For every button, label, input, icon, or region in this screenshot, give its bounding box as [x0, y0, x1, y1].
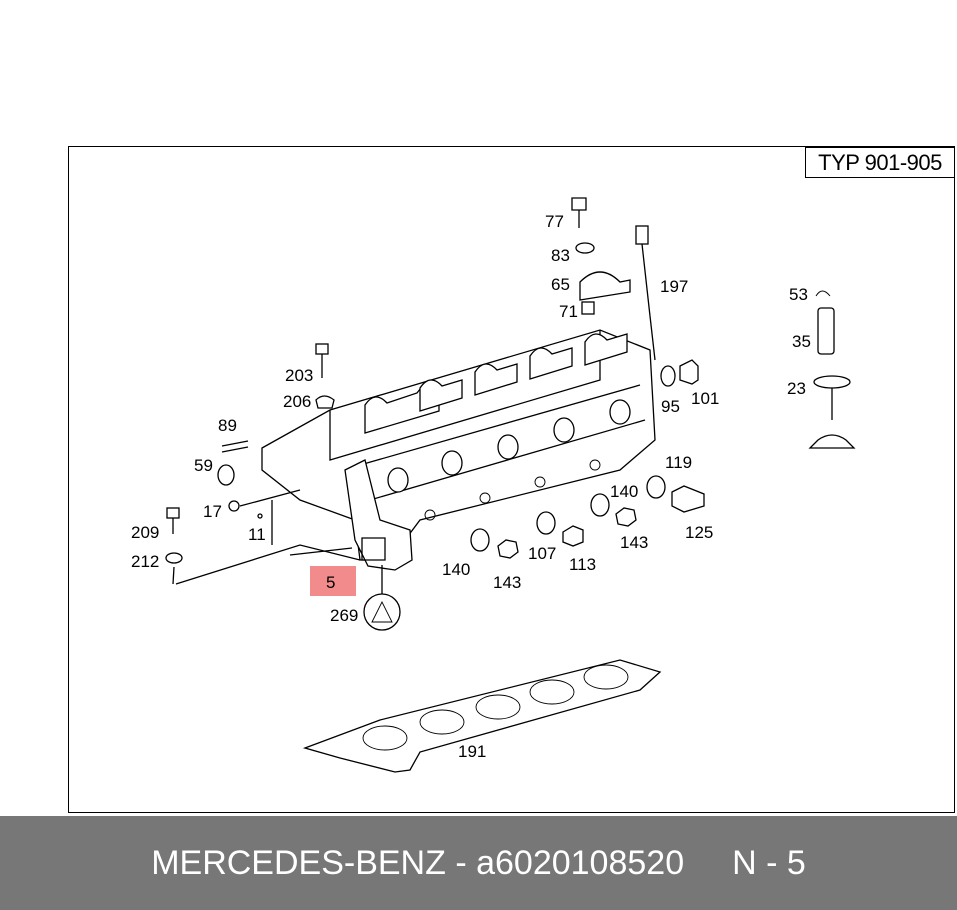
diagram-position: N - 5: [732, 843, 806, 882]
part-label-59: 59: [194, 456, 213, 475]
part-label-206: 206: [283, 392, 311, 411]
small-parts-drawing: [165, 197, 856, 631]
part-label-71: 71: [559, 302, 578, 321]
parts-diagram: 77 83 65 71 197 203 206 89 59 17 11 209 …: [131, 197, 856, 773]
part-label-191: 191: [458, 742, 486, 761]
part-label-11: 11: [248, 525, 266, 544]
part-label-212: 212: [131, 552, 159, 571]
footer-bar: MERCEDES-BENZ - a6020108520 N - 5: [0, 816, 957, 910]
highlighted-part-marker: [310, 566, 356, 596]
part-label-95: 95: [661, 397, 680, 416]
part-label-23: 23: [787, 379, 806, 398]
part-label-119: 119: [665, 453, 692, 472]
part-label-269: 269: [330, 606, 358, 625]
part-label-83: 83: [551, 246, 570, 265]
part-label-65: 65: [551, 275, 570, 294]
part-label-53: 53: [789, 285, 808, 304]
part-label-140-upper: 140: [610, 482, 638, 501]
part-label-5: 5: [326, 573, 335, 592]
brand-part-number: MERCEDES-BENZ - a6020108520: [151, 843, 685, 882]
type-label: TYP 901-905: [805, 147, 955, 178]
part-label-209: 209: [131, 523, 159, 542]
part-label-140-lower: 140: [442, 560, 470, 579]
part-label-143-lower: 143: [493, 573, 521, 592]
part-label-17: 17: [203, 502, 222, 521]
part-labels: 77 83 65 71 197 203 206 89 59 17 11 209 …: [131, 212, 811, 761]
part-label-35: 35: [792, 332, 811, 351]
part-label-101: 101: [691, 389, 719, 408]
part-label-107: 107: [528, 544, 556, 563]
part-label-197: 197: [660, 277, 688, 296]
part-label-143-upper: 143: [620, 533, 648, 552]
part-label-203: 203: [285, 366, 313, 385]
part-label-77: 77: [545, 212, 564, 231]
part-label-125: 125: [685, 523, 713, 542]
part-label-113: 113: [569, 555, 596, 574]
head-gasket-drawing: [302, 659, 662, 773]
cylinder-head-drawing: [261, 329, 656, 571]
part-label-89: 89: [218, 416, 237, 435]
